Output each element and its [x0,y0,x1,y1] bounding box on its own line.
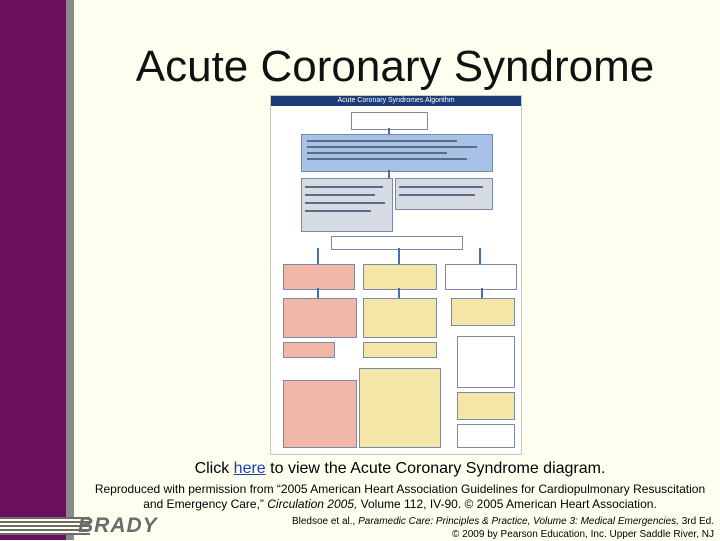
brady-logo: BRADY [0,514,165,538]
publisher-credit: Bledsoe et al., Paramedic Care: Principl… [292,515,714,541]
credit-edition: 3rd Ed. [678,516,714,527]
left-accent-bar [0,0,66,540]
algo-box-adjunctive [363,298,437,338]
algo-box-stemi-therapy [283,298,357,338]
slide-title: Acute Coronary Syndrome [135,42,655,91]
algo-text-line [305,210,371,212]
algo-box-reperfusion [283,380,357,448]
repro-line-2-post: Volume 112, IV-90. © 2005 American Heart… [357,497,657,511]
algo-arrow [398,248,400,264]
credit-line-2: © 2009 by Pearson Education, Inc. Upper … [452,529,714,540]
algo-arrow [479,248,481,264]
algo-box-time-onset [283,342,335,358]
brady-logo-stripes [0,517,90,535]
algo-box-admit [363,342,437,358]
algo-text-line [307,152,447,154]
diagram-link[interactable]: here [233,460,266,477]
credit-authors: Bledsoe et al., [291,516,359,527]
brady-logo-text: BRADY [78,514,158,537]
diagram-caption: Click here to view the Acute Coronary Sy… [80,460,720,478]
repro-line-2-journal: Circulation 2005, [267,497,358,511]
algorithm-image-title: Acute Coronary Syndromes Algorithm [271,96,521,106]
algo-arrow [481,288,483,298]
algo-box-normal-ecg [445,264,517,290]
left-accent-edge [66,0,74,540]
algo-text-line [305,202,385,204]
credit-line-1: Bledsoe et al., Paramedic Care: Principl… [292,515,714,528]
algo-text-line [399,194,475,196]
algo-box-review-ecg [331,236,463,250]
reproduction-notice: Reproduced with permission from “2005 Am… [80,482,720,512]
algo-text-line [307,140,457,142]
algo-arrow [388,170,390,178]
algo-arrow [317,288,319,298]
algo-arrow [317,248,319,264]
repro-line-2: and Emergency Care,” Circulation 2005, V… [80,497,720,512]
algo-arrow [398,288,400,298]
acs-algorithm-image[interactable]: Acute Coronary Syndromes Algorithm [270,95,522,455]
algo-box-high-risk-patient [359,368,441,448]
algo-text-line [399,186,483,188]
algo-text-line [307,158,467,160]
algo-box-troponin [451,298,515,326]
caption-prefix: Click [194,460,234,477]
algo-text-line [307,146,477,148]
algo-text-line [305,194,375,196]
credit-book-title: Paramedic Care: Principles & Practice, V… [358,516,679,527]
algo-box-consider-admission [457,336,515,388]
algo-text-line [305,186,383,188]
algo-box-discharge [457,424,515,448]
algo-arrow [388,128,390,134]
repro-line-2-pre: and Emergency Care,” [143,497,268,511]
algo-box-high-risk [363,264,437,290]
repro-line-1: Reproduced with permission from “2005 Am… [94,482,706,496]
algo-box-stemi [283,264,355,290]
caption-suffix: to view the Acute Coronary Syndrome diag… [265,460,606,477]
algo-box-low-risk [457,392,515,420]
